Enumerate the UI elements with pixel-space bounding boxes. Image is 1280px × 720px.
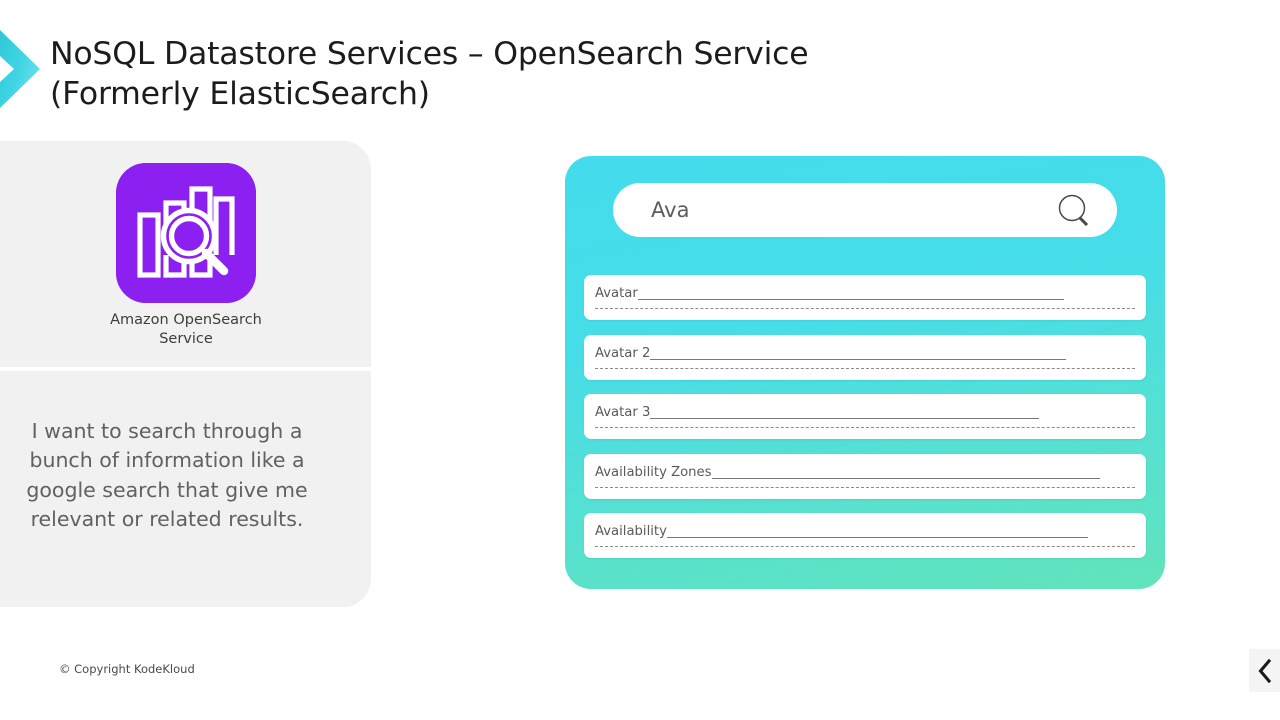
- list-item[interactable]: Avatar: [584, 275, 1146, 320]
- result-dashed-rule: [595, 308, 1135, 309]
- list-item[interactable]: Avatar 3: [584, 394, 1146, 439]
- result-dashed-rule: [595, 367, 1135, 369]
- result-label: Avatar: [595, 286, 638, 301]
- result-solid-rule: [650, 358, 1067, 360]
- search-results-list: Avatar Avatar 2 Avatar 3: [584, 275, 1146, 573]
- user-quote-card: I want to search through a bunch of info…: [0, 371, 371, 607]
- copyright-text: © Copyright KodeKloud: [59, 662, 195, 676]
- search-demo-panel: Ava Avatar Avatar 2: [565, 156, 1165, 589]
- result-solid-rule: [711, 477, 1101, 479]
- chevron-left-icon: [1257, 658, 1271, 683]
- amazon-opensearch-service-icon: [116, 163, 256, 303]
- result-label: Availability: [595, 524, 667, 539]
- result-solid-rule: [637, 299, 1065, 300]
- result-label: Avatar 2: [595, 345, 651, 361]
- result-solid-rule: [666, 537, 1089, 538]
- service-name-label: Amazon OpenSearch Service: [110, 312, 262, 347]
- search-icon[interactable]: [1055, 193, 1095, 229]
- list-item[interactable]: Availability: [584, 513, 1146, 558]
- list-item[interactable]: Avatar 2: [584, 334, 1146, 380]
- page-title: NoSQL Datastore Services – OpenSearch Se…: [50, 36, 809, 112]
- result-dashed-rule: [595, 546, 1135, 547]
- search-input[interactable]: Ava: [613, 183, 1117, 237]
- list-item[interactable]: Availability Zones: [584, 453, 1146, 499]
- result-dashed-rule: [595, 427, 1135, 428]
- result-dashed-rule: [595, 486, 1135, 488]
- decorative-chevron-icon: [0, 28, 44, 110]
- result-label: Availability Zones: [595, 464, 712, 480]
- result-label: Avatar 3: [595, 405, 651, 420]
- previous-slide-button[interactable]: [1249, 649, 1280, 692]
- result-solid-rule: [650, 418, 1040, 419]
- service-card: Amazon OpenSearch Service: [0, 141, 371, 367]
- user-quote-text: I want to search through a bunch of info…: [26, 419, 308, 531]
- search-input-value: Ava: [651, 198, 690, 222]
